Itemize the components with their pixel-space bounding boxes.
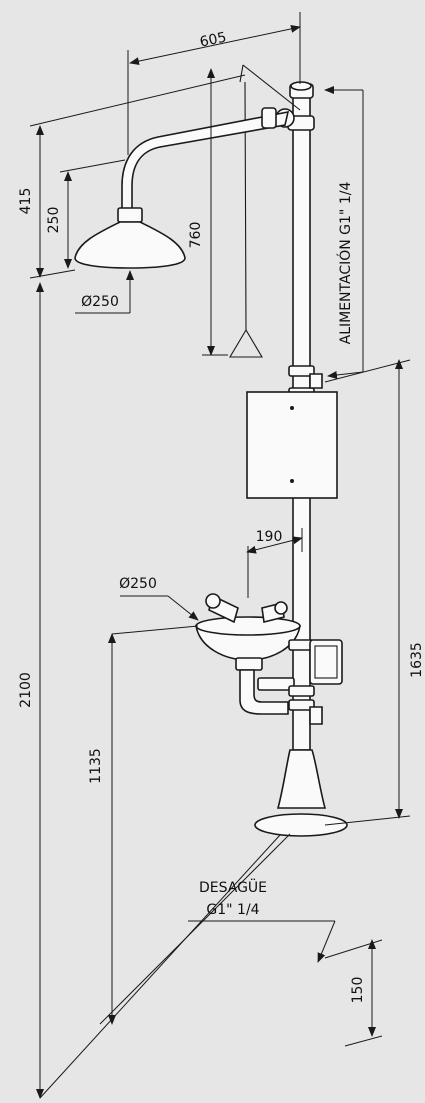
label-605: 605 [198,29,227,50]
dim-bowl-dia-leader [167,595,199,621]
bowl-feed-pipe [257,677,295,691]
lever-hook [239,64,244,83]
dim-250-ext-top [59,159,126,173]
equipment [74,64,348,837]
label-drain-line2: G1" 1/4 [206,902,259,918]
dim-415-ext-bottom [29,269,76,279]
label-1635: 1635 [409,642,425,678]
nozzle-left-cap [205,593,221,609]
dim-190-line [246,536,303,554]
drain-outlet [309,706,323,725]
nozzle-right-cap [274,601,288,615]
bowl-rim [195,616,301,636]
labels: 605 415 250 760 Ø250 ALIMENTACIÓN G1" 1/… [18,29,425,1003]
dim-150-ext-bottom [344,1035,383,1047]
dim-150-ext-top [324,939,383,959]
dimensions [29,12,411,1099]
sign-screw-bottom [290,479,294,483]
cap-top [290,81,312,91]
pull-rod [244,81,247,331]
label-2100: 2100 [18,672,34,708]
pull-lever [242,64,301,111]
mid-collar-1 [288,365,315,377]
base-plate [254,813,348,837]
dim-415-ext-top [29,74,246,127]
push-plate [309,639,343,685]
label-150: 150 [350,977,366,1004]
drain-leader [317,920,336,963]
shower-head [74,221,186,269]
label-shower-diameter: Ø250 [81,294,119,310]
label-drain-line1: DESAGÜE [199,878,267,896]
pull-handle [229,328,263,358]
base-column [276,749,327,809]
sign-screw-top [290,406,294,410]
dim-1135-ext-bottom [99,833,291,1025]
bowl-drain-fitting [235,657,263,671]
dim-605-line [129,24,301,66]
feed-inlet [309,373,323,389]
dim-2100-ext-bottom [39,834,281,1099]
label-bowl-diameter: Ø250 [119,576,157,592]
label-feed: ALIMENTACIÓN G1" 1/4 [336,182,354,345]
drain-trap [239,669,289,715]
dim-1635-ext-top [324,359,411,383]
label-760: 760 [188,222,204,249]
label-415: 415 [18,188,34,215]
label-250: 250 [46,207,62,234]
shower-neck [117,207,143,223]
dim-1635-ext-bottom [324,815,411,826]
dim-1135-ext-top [111,625,199,635]
label-1135: 1135 [88,748,104,784]
label-190: 190 [256,529,283,545]
push-plate-inner [314,645,338,679]
arm-union [261,107,277,129]
bowl-collar-2 [288,685,315,697]
feed-leader-bottom [327,371,364,379]
lower-collar [288,699,315,711]
